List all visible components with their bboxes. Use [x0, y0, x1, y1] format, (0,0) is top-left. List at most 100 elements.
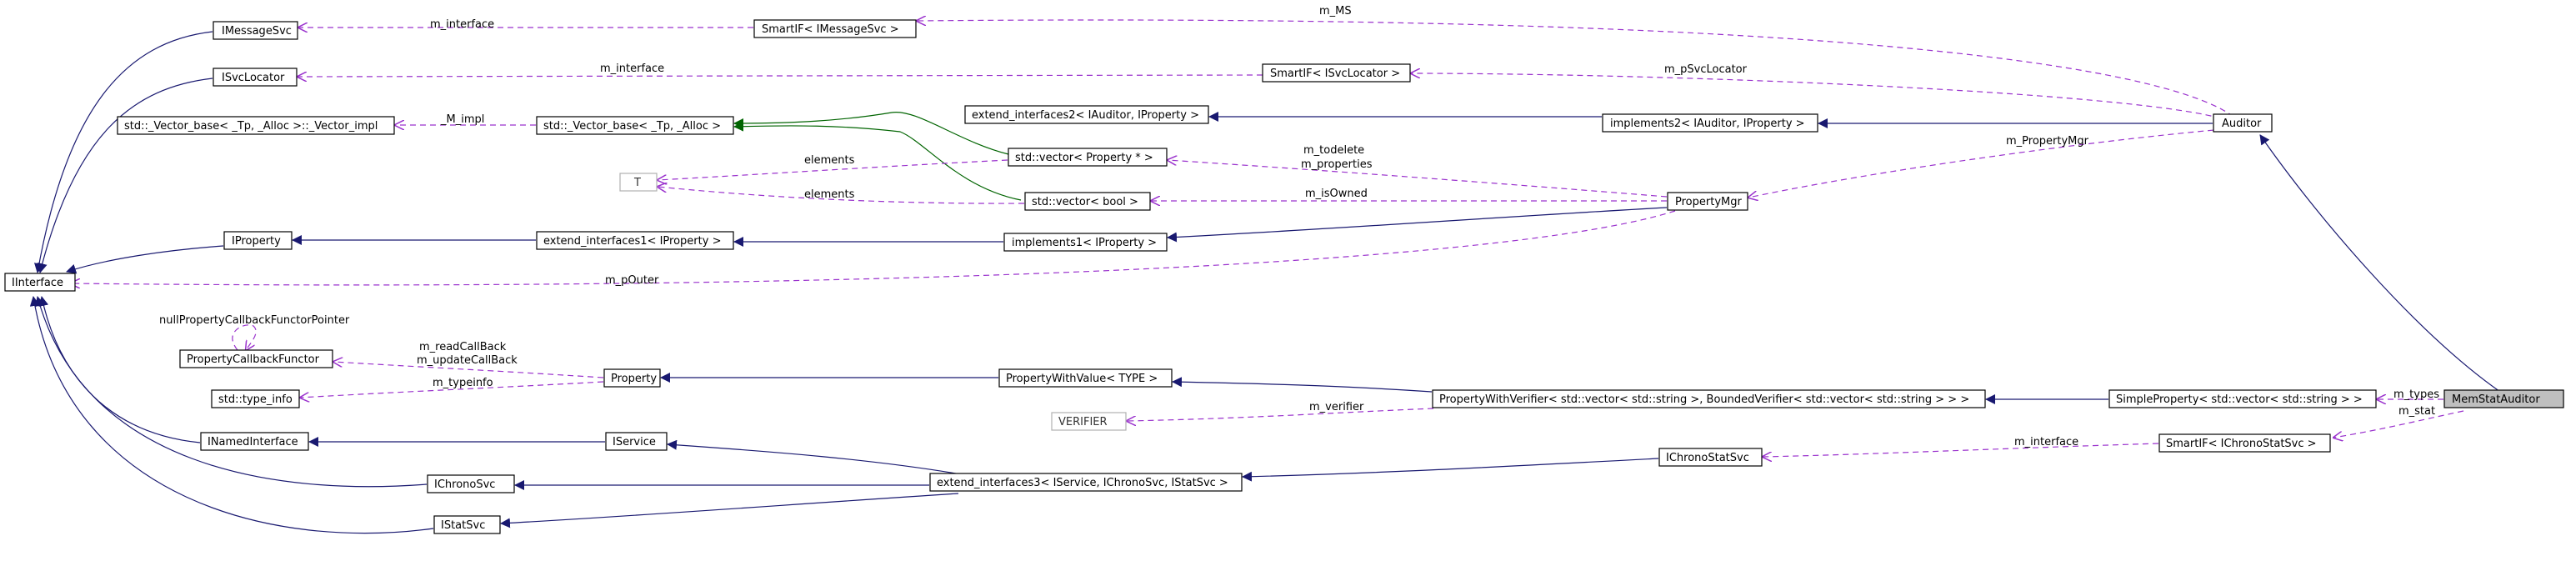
node-smartif-ichronostatsvc[interactable]: SmartIF< IChronoStatSvc > — [2158, 433, 2331, 453]
node-iinterface[interactable]: IInterface — [4, 273, 76, 292]
node-vector-property[interactable]: std::vector< Property * > — [1008, 148, 1168, 167]
node-implements1[interactable]: implements1< IProperty > — [1003, 233, 1168, 252]
node-extend-interfaces2[interactable]: extend_interfaces2< IAuditor, IProperty … — [964, 105, 1209, 124]
node-ichronosvc[interactable]: IChronoSvc — [427, 474, 515, 493]
edge-smartif-svc-isvclocator — [298, 75, 1263, 77]
edge-auditor-propertymgr — [1748, 128, 2224, 198]
svg-text:std::vector< Property * >: std::vector< Property * > — [1015, 152, 1153, 164]
edge-memstat-auditor — [2259, 134, 2501, 393]
edge-auditor-smartif-svc — [1411, 73, 2222, 119]
svg-text:PropertyCallbackFunctor: PropertyCallbackFunctor — [187, 353, 320, 366]
node-iproperty[interactable]: IProperty — [223, 231, 293, 250]
edge-extif3-iservice — [667, 439, 976, 478]
svg-text:Property: Property — [611, 373, 657, 385]
node-implements2[interactable]: implements2< IAuditor, IProperty > — [1602, 113, 1818, 133]
svg-text:INamedInterface: INamedInterface — [208, 436, 298, 448]
edge-vecprop-t — [658, 159, 1008, 180]
node-vector-base[interactable]: std::_Vector_base< _Tp, _Alloc > — [536, 116, 734, 135]
svg-text:std::_Vector_base< _Tp, _Alloc: std::_Vector_base< _Tp, _Alloc > — [543, 120, 721, 133]
node-simpleproperty[interactable]: SimpleProperty< std::vector< std::string… — [2108, 389, 2377, 408]
svg-text:std::type_info: std::type_info — [218, 393, 293, 406]
edge-smartif-chrono-ichronostatsvc — [1763, 443, 2159, 457]
node-inamedinterface[interactable]: INamedInterface — [200, 432, 309, 451]
node-istatsvc[interactable]: IStatSvc — [433, 515, 501, 534]
svg-text:MemStatAuditor: MemStatAuditor — [2452, 393, 2540, 406]
node-vector-base-impl[interactable]: std::_Vector_base< _Tp, _Alloc >::_Vecto… — [117, 116, 395, 135]
edge-vecbool-vectorbase — [733, 121, 1022, 201]
node-iservice[interactable]: IService — [605, 432, 668, 451]
label-m-propertymgr: m_PropertyMgr — [2006, 135, 2089, 148]
node-propertycallbackfunctor[interactable]: PropertyCallbackFunctor — [179, 349, 333, 368]
svg-text:IChronoSvc: IChronoSvc — [434, 478, 495, 491]
label-m-stat: m_stat — [2398, 405, 2435, 418]
label-elements-2: elements — [804, 188, 855, 201]
edge-pwver-verifier — [1127, 408, 1434, 421]
svg-text:IChronoStatSvc: IChronoStatSvc — [1666, 452, 1749, 464]
node-t[interactable]: T — [619, 173, 658, 192]
node-smartif-isvclocator[interactable]: SmartIF< ISvcLocator > — [1262, 63, 1411, 83]
node-vector-bool[interactable]: std::vector< bool > — [1024, 192, 1151, 211]
edge-propertymgr-vecprop — [1168, 160, 1668, 198]
label-m-updatecallback: m_updateCallBack — [417, 354, 518, 367]
node-verifier[interactable]: VERIFIER — [1051, 412, 1127, 431]
edge-memstat-smartif-chrono — [2333, 410, 2464, 438]
edge-istatsvc-iinterface — [29, 296, 434, 534]
node-extend-interfaces3[interactable]: extend_interfaces3< IService, IChronoSvc… — [929, 473, 1243, 492]
edge-iproperty-iinterface — [66, 245, 224, 274]
node-auditor[interactable]: Auditor — [2213, 113, 2273, 133]
edge-isvclocator-iinterface — [37, 78, 213, 273]
svg-text:implements1< IProperty >: implements1< IProperty > — [1012, 237, 1157, 249]
edge-vecprop-vectorbase — [733, 112, 1009, 155]
node-extend-interfaces1[interactable]: extend_interfaces1< IProperty > — [536, 231, 734, 250]
svg-text:extend_interfaces3< IService,: extend_interfaces3< IService, IChronoSvc… — [937, 477, 1228, 489]
edge-vecbool-t — [658, 187, 1025, 204]
node-isvclocator[interactable]: ISvcLocator — [213, 68, 298, 87]
edge-propertymgr-impl1 — [1167, 207, 1668, 243]
node-type-info[interactable]: std::type_info — [211, 389, 300, 408]
label-m-typeinfo: m_typeinfo — [433, 377, 493, 389]
label-m-todelete: m_todelete — [1303, 144, 1364, 157]
svg-text:T: T — [633, 177, 641, 189]
edge-extif3-istatsvc — [500, 493, 959, 528]
svg-text:ISvcLocator: ISvcLocator — [222, 72, 285, 84]
node-ichronostatsvc[interactable]: IChronoStatSvc — [1658, 448, 1763, 467]
svg-text:std::_Vector_base< _Tp, _Alloc: std::_Vector_base< _Tp, _Alloc >::_Vecto… — [124, 120, 378, 133]
edge-ichronosvc-iinterface — [35, 296, 428, 488]
svg-text:PropertyMgr: PropertyMgr — [1675, 196, 1742, 208]
svg-text:std::vector< bool >: std::vector< bool > — [1032, 196, 1138, 208]
edge-propertymgr-iinterface — [71, 210, 1676, 285]
node-propertymgr[interactable]: PropertyMgr — [1667, 192, 1748, 211]
svg-text:implements2< IAuditor, IProper: implements2< IAuditor, IProperty > — [1610, 118, 1805, 130]
svg-text:Auditor: Auditor — [2222, 118, 2262, 130]
label-m-isowned: m_isOwned — [1305, 188, 1368, 200]
svg-text:IMessageSvc: IMessageSvc — [222, 25, 292, 38]
svg-text:PropertyWithVerifier< std::vec: PropertyWithVerifier< std::vector< std::… — [1439, 393, 1969, 406]
node-imessagesvc[interactable]: IMessageSvc — [213, 21, 298, 40]
node-smartif-imessagesvc[interactable]: SmartIF< IMessageSvc > — [753, 19, 917, 38]
node-propertywithverifier[interactable]: PropertyWithVerifier< std::vector< std::… — [1432, 389, 1986, 408]
label-m-ms: m_MS — [1319, 5, 1352, 18]
svg-text:SmartIF< IChronoStatSvc >: SmartIF< IChronoStatSvc > — [2166, 438, 2317, 450]
label-m-interface-msg: m_interface — [430, 18, 494, 31]
label-nullprop: nullPropertyCallbackFunctorPointer — [159, 314, 350, 327]
edge-propcb-self — [232, 324, 257, 350]
svg-text:extend_interfaces1< IProperty: extend_interfaces1< IProperty > — [543, 235, 721, 248]
svg-text:SmartIF< ISvcLocator >: SmartIF< ISvcLocator > — [1270, 68, 1400, 80]
node-memstatauditor[interactable]: MemStatAuditor — [2443, 389, 2564, 408]
label-m-types: m_types — [2393, 388, 2439, 401]
label-m-impl: _M_impl — [440, 113, 484, 126]
label-m-interface-chrono: m_interface — [2014, 436, 2078, 448]
label-m-psvclocator: m_pSvcLocator — [1664, 63, 1748, 76]
label-m-verifier: m_verifier — [1309, 401, 1364, 413]
svg-text:PropertyWithValue< TYPE >: PropertyWithValue< TYPE > — [1006, 373, 1158, 385]
node-property[interactable]: Property — [603, 368, 661, 388]
edge-auditor-smartif-msg — [917, 20, 2234, 118]
svg-text:IProperty: IProperty — [232, 235, 281, 248]
svg-text:IInterface: IInterface — [12, 277, 63, 289]
label-m-pouter: m_pOuter — [605, 274, 659, 287]
svg-text:extend_interfaces2< IAuditor,: extend_interfaces2< IAuditor, IProperty … — [972, 109, 1199, 122]
node-propertywithvalue[interactable]: PropertyWithValue< TYPE > — [998, 368, 1173, 388]
svg-text:IService: IService — [613, 436, 656, 448]
label-m-properties: m_properties — [1301, 158, 1373, 171]
